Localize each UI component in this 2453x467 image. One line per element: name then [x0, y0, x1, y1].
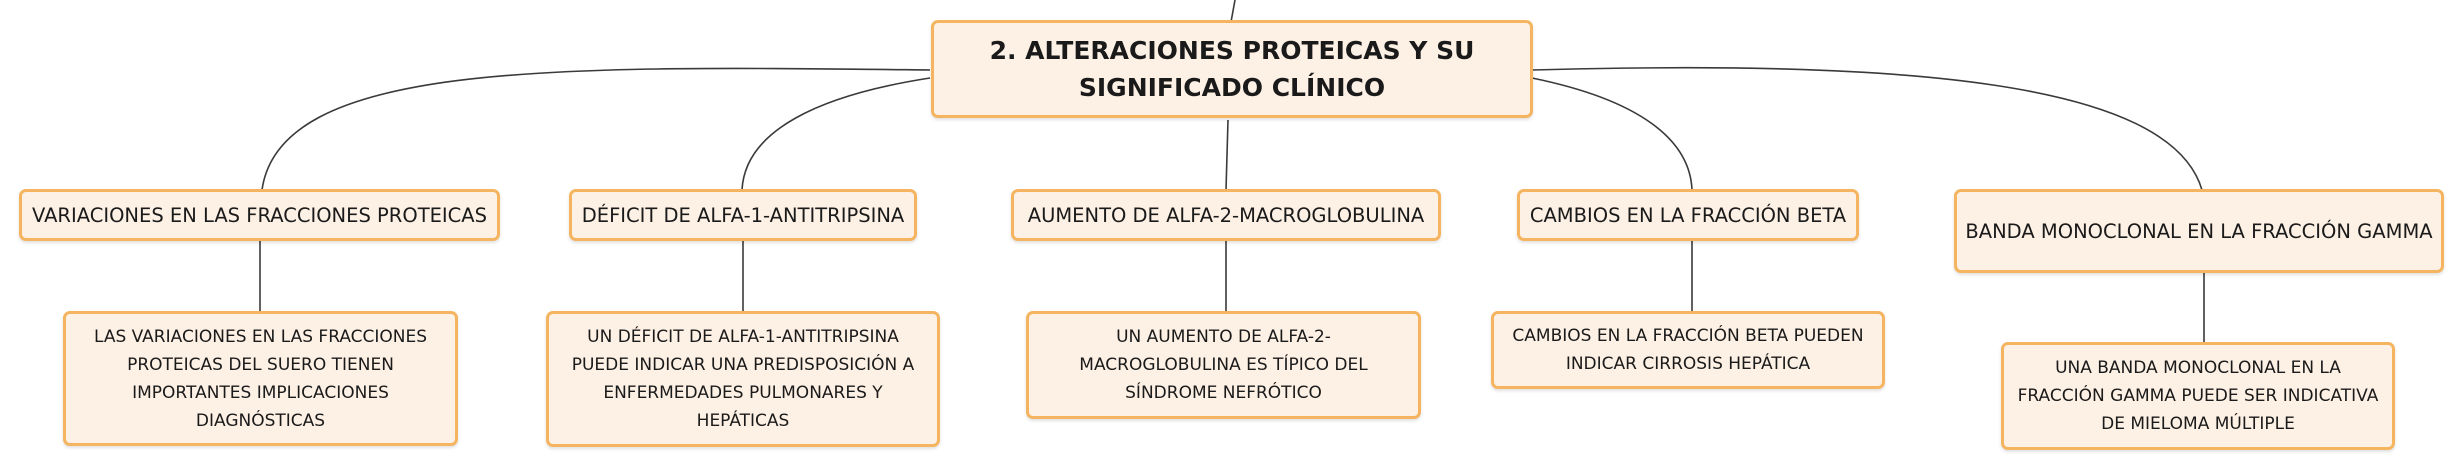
topic-cambios-beta[interactable]: CAMBIOS EN LA FRACCIÓN BETA: [1517, 189, 1859, 241]
root-topic[interactable]: 2. ALTERACIONES PROTEICAS Y SU SIGNIFICA…: [931, 20, 1533, 118]
detail-deficit-alfa1[interactable]: UN DÉFICIT DE ALFA-1-ANTITRIPSINA PUEDE …: [546, 311, 940, 447]
topic-deficit-alfa1[interactable]: DÉFICIT DE ALFA-1-ANTITRIPSINA: [569, 189, 917, 241]
root-topic-label: 2. ALTERACIONES PROTEICAS Y SU SIGNIFICA…: [989, 36, 1475, 102]
connector-root-parent: [1230, 0, 1236, 23]
detail-variaciones-fracciones[interactable]: LAS VARIACIONES EN LAS FRACCIONES PROTEI…: [63, 311, 458, 446]
connector-root-topic-4: [1531, 77, 1693, 191]
topic-label: DÉFICIT DE ALFA-1-ANTITRIPSINA: [581, 203, 905, 227]
topic-variaciones-fracciones[interactable]: VARIACIONES EN LAS FRACCIONES PROTEICAS: [19, 189, 500, 241]
detail-label: UN DÉFICIT DE ALFA-1-ANTITRIPSINA PUEDE …: [571, 327, 915, 431]
detail-cambios-beta[interactable]: CAMBIOS EN LA FRACCIÓN BETA PUEDEN INDIC…: [1491, 311, 1885, 389]
detail-label: CAMBIOS EN LA FRACCIÓN BETA PUEDEN INDIC…: [1512, 326, 1864, 374]
detail-label: UNA BANDA MONOCLONAL EN LA FRACCIÓN GAMM…: [2017, 358, 2379, 434]
topic-banda-monoclonal[interactable]: BANDA MONOCLONAL EN LA FRACCIÓN GAMMA: [1954, 189, 2444, 273]
connector-root-topic-5: [1531, 66, 2203, 191]
topic-label: BANDA MONOCLONAL EN LA FRACCIÓN GAMMA: [1965, 219, 2433, 243]
topic-label: CAMBIOS EN LA FRACCIÓN BETA: [1529, 203, 1847, 227]
topic-aumento-alfa2[interactable]: AUMENTO DE ALFA-2-MACROGLOBULINA: [1011, 189, 1441, 241]
detail-aumento-alfa2[interactable]: UN AUMENTO DE ALFA-2-MACROGLOBULINA ES T…: [1026, 311, 1421, 419]
detail-label: UN AUMENTO DE ALFA-2-MACROGLOBULINA ES T…: [1079, 327, 1368, 403]
detail-label: LAS VARIACIONES EN LAS FRACCIONES PROTEI…: [93, 326, 428, 431]
topic-label: VARIACIONES EN LAS FRACCIONES PROTEICAS: [31, 203, 488, 227]
connector-root-topic-2: [741, 77, 931, 191]
topic-label: AUMENTO DE ALFA-2-MACROGLOBULINA: [1027, 203, 1425, 227]
connector-root-topic-3: [1225, 119, 1229, 191]
detail-banda-monoclonal[interactable]: UNA BANDA MONOCLONAL EN LA FRACCIÓN GAMM…: [2001, 342, 2395, 450]
connector-root-topic-1: [261, 67, 931, 191]
